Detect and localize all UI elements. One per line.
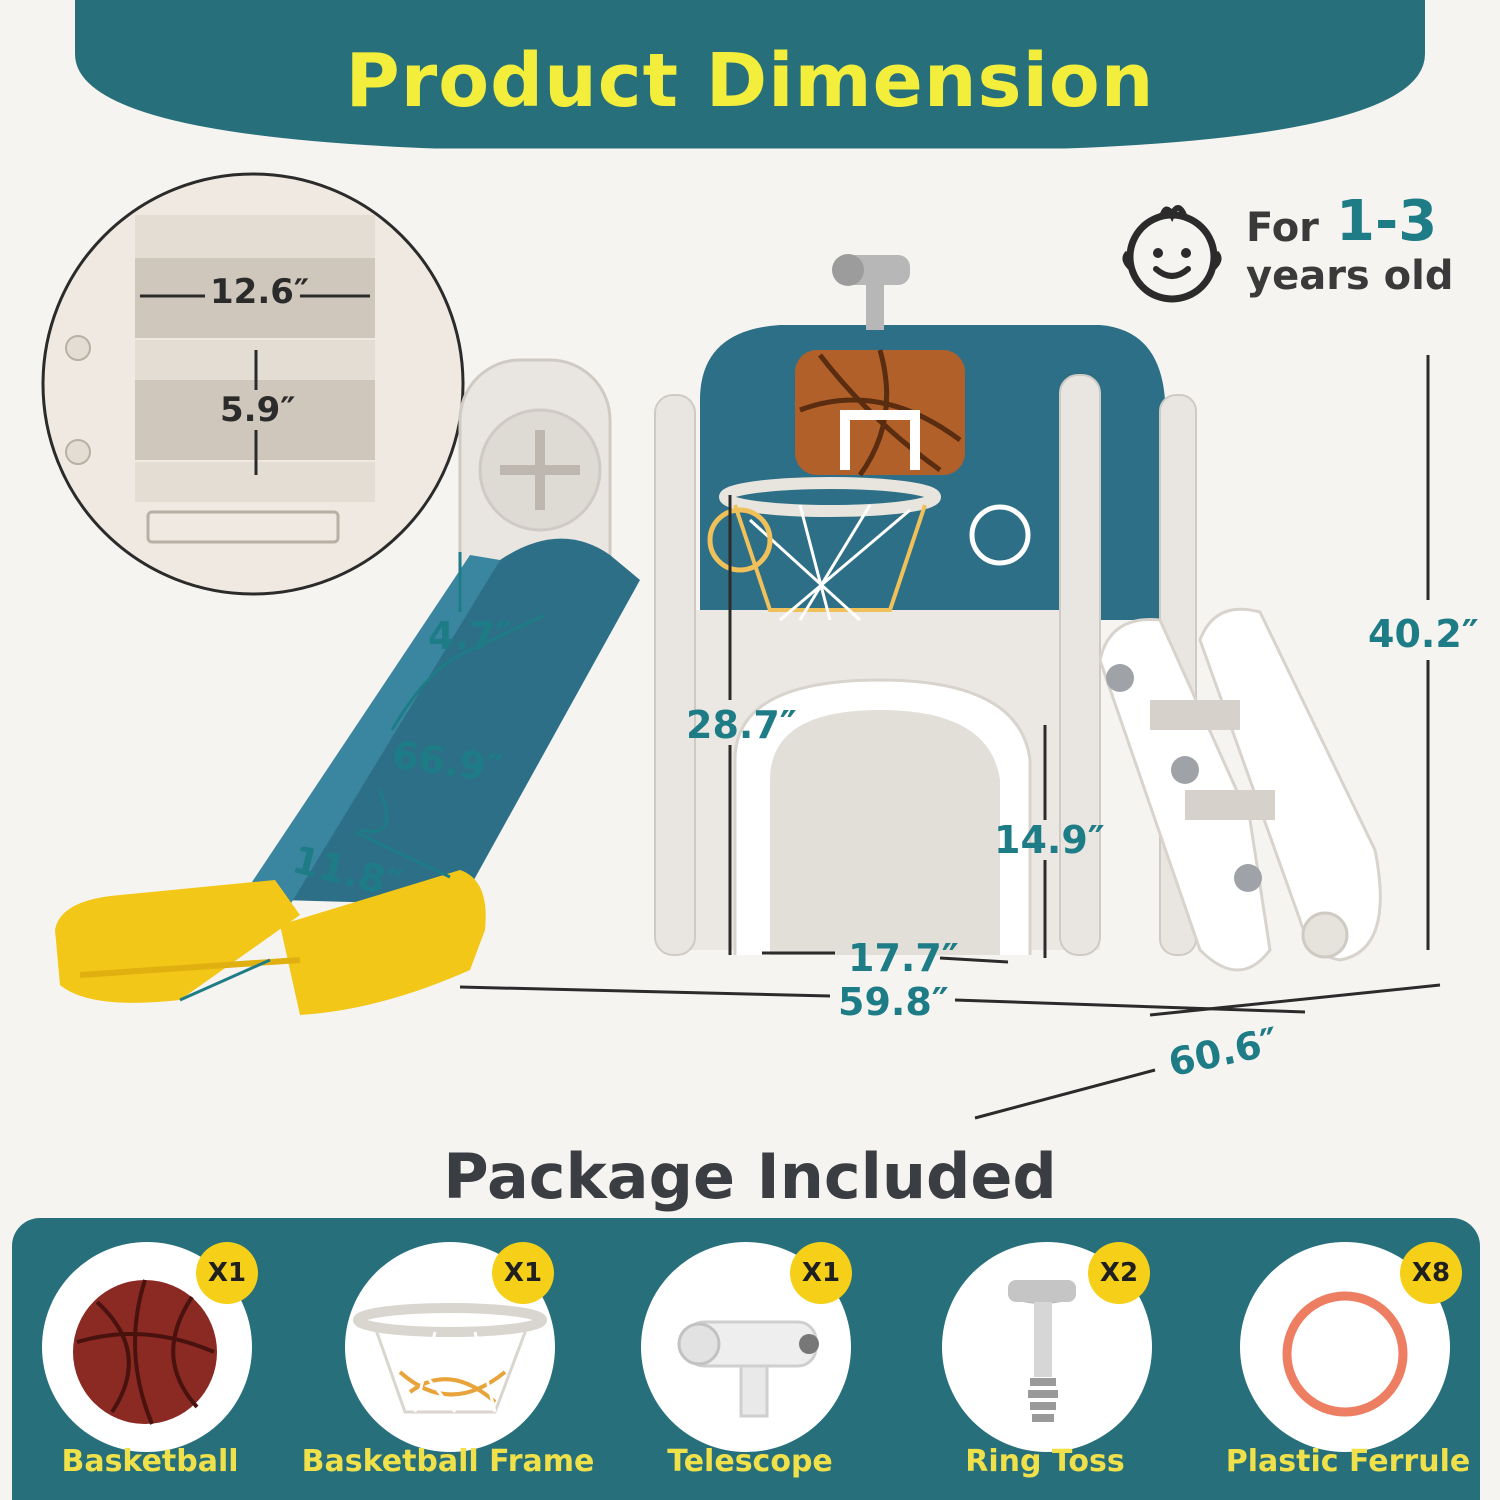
step-inset	[41, 172, 465, 596]
package-qty-badge: X1	[492, 1242, 554, 1304]
slide-side-height-label: 4.7″	[428, 614, 513, 658]
tunnel-height-label: 14.9″	[994, 818, 1105, 862]
basketball-icon	[73, 1279, 217, 1425]
age-range: 1-3	[1336, 189, 1438, 254]
package-qty-badge: X1	[196, 1242, 258, 1304]
package-item-label: Basketball	[61, 1444, 239, 1479]
platform-height-label: 28.7″	[686, 703, 797, 747]
playset-illustration	[41, 172, 1441, 1120]
package-item-label: Basketball Frame	[301, 1444, 595, 1479]
basketball-frame-icon	[353, 1303, 547, 1414]
telescope-icon	[677, 1320, 819, 1418]
tunnel-width-label: 17.7″	[848, 936, 959, 980]
baby-face-icon	[1122, 205, 1222, 303]
age-suffix: years old	[1246, 253, 1454, 299]
total-height-label: 40.2″	[1368, 612, 1479, 656]
total-length-label: 59.8″	[838, 980, 949, 1024]
package-qty-badge: X8	[1400, 1242, 1462, 1304]
package-qty-badge: X2	[1088, 1242, 1150, 1304]
package-item-label: Plastic Ferrule	[1225, 1444, 1471, 1479]
step-height-label: 5.9″	[220, 390, 296, 430]
ring-toss-icon	[1008, 1280, 1076, 1422]
package-item-label: Telescope	[667, 1444, 833, 1479]
age-range-block: For 1-3 years old	[1120, 189, 1480, 305]
header-banner	[75, 0, 1425, 149]
step-width-label: 12.6″	[210, 272, 310, 312]
package-item-label: Ring Toss	[965, 1444, 1125, 1479]
age-prefix: For	[1246, 205, 1319, 251]
plastic-ferrule-icon	[1282, 1291, 1408, 1417]
package-qty-badge: X1	[790, 1242, 852, 1304]
page-title: Product Dimension	[345, 38, 1155, 124]
package-title: Package Included	[443, 1140, 1057, 1213]
